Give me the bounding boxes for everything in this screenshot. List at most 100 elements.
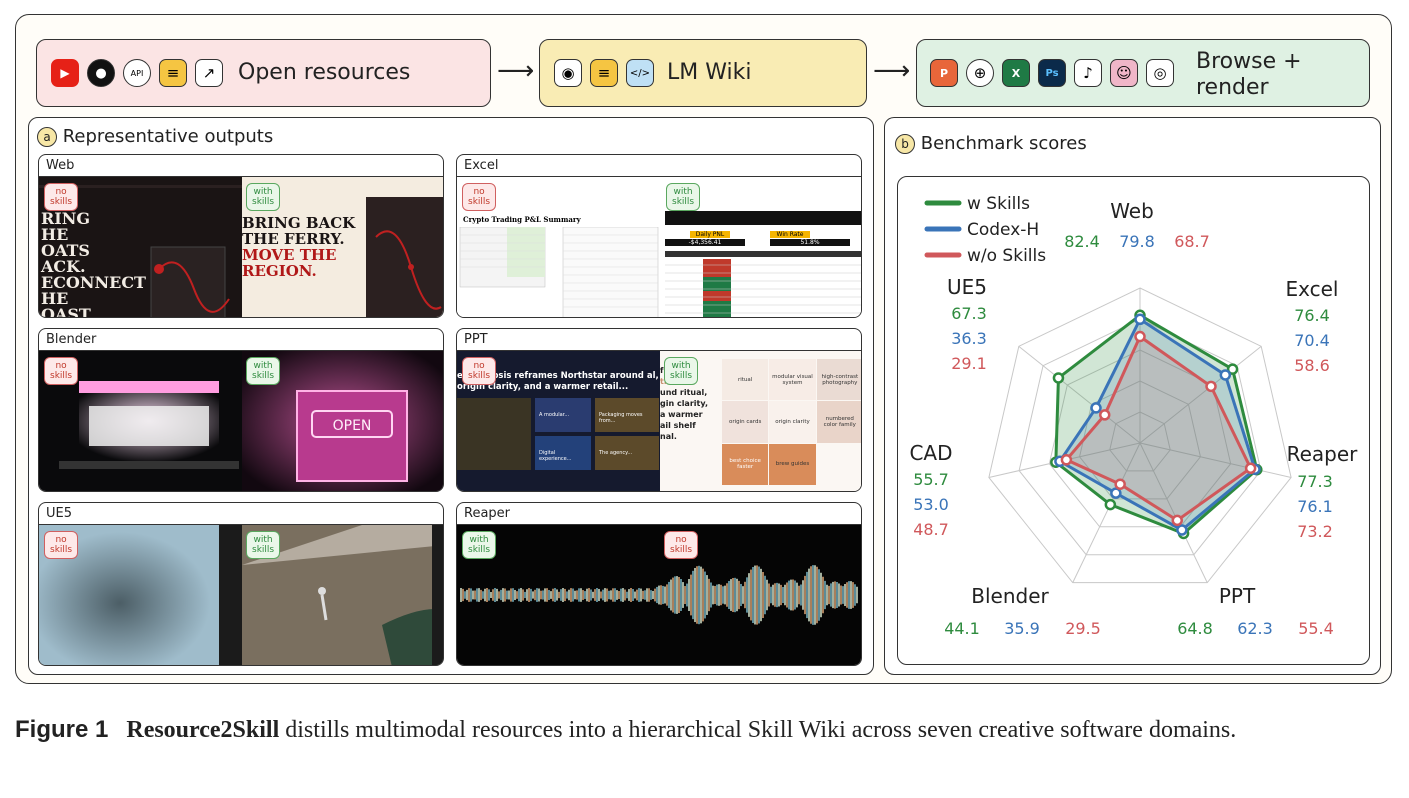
radar-point (1052, 372, 1065, 384)
excel-no-skills-tag: no skills (462, 183, 497, 211)
card-web-title: Web (39, 155, 443, 177)
radar-axis-label: UE5 (947, 275, 987, 299)
reaper-with-skills-tag: with skills (462, 531, 497, 559)
ppt-grid-cell: origin clarity (769, 401, 816, 443)
panel-b-marker: b (895, 134, 915, 154)
radar-score-label: 36.3 (951, 329, 987, 348)
radar-score-label: 79.8 (1119, 232, 1155, 251)
photoshop-icon: Ps (1038, 59, 1066, 87)
radar-score-label: 73.2 (1297, 522, 1333, 541)
ppt-left-card: A modular... (535, 398, 591, 432)
radar-score-label: 77.3 (1297, 472, 1333, 491)
vault-icon: ◎ (1146, 59, 1174, 87)
radar-axis-label: PPT (1219, 584, 1256, 608)
radar-score-label: 55.4 (1298, 619, 1334, 638)
radar-score-label: 67.3 (951, 304, 987, 323)
panel-b-title: b Benchmark scores (895, 133, 1087, 154)
card-ue5-title: UE5 (39, 503, 443, 525)
reaper-no-skills-tag: no skills (664, 531, 699, 559)
radar-axis-label: Web (1110, 199, 1154, 223)
ppt-left-card: Digital experience... (535, 436, 591, 470)
card-excel: Excel Crypto Trading P&L Summary Daily P… (456, 154, 862, 318)
card-reaper: Reaper (456, 502, 862, 666)
radar-point (1244, 462, 1257, 474)
radar-axis-label: CAD (909, 441, 952, 465)
radar-score-label: 53.0 (913, 495, 949, 514)
stage-browse-render-label2: render (1196, 75, 1269, 100)
card-ppt-title: PPT (457, 329, 861, 351)
radar-axis-line (1018, 345, 1141, 444)
radar-grid-ring (1109, 411, 1171, 472)
radar-score-label: 70.4 (1294, 331, 1330, 350)
legend-label: w Skills (967, 194, 1030, 214)
radar-point (1104, 498, 1117, 511)
ppt-left-card: Packaging moves from... (595, 398, 659, 432)
radar-axis-line (1139, 345, 1262, 444)
panel-a-title: a Representative outputs (37, 126, 273, 147)
radar-score-label: 64.8 (1177, 619, 1213, 638)
excel-title: Crypto Trading P&L Summary (463, 215, 581, 224)
ue5-with-skills-tag: with skills (246, 531, 281, 559)
radar-score-label: 44.1 (944, 619, 980, 638)
legend-label: w/o Skills (967, 246, 1046, 266)
radar-point (1171, 514, 1184, 527)
radar-score-label: 76.1 (1297, 497, 1333, 516)
card-excel-title: Excel (457, 155, 861, 177)
ppt-with-skills-tag: with skills (664, 357, 699, 385)
globe-icon: ⊕ (966, 59, 994, 87)
radar-series-2 (1063, 334, 1253, 523)
document-icon: ≡ (590, 59, 618, 87)
ppt-grid-cell: numbered color family (816, 401, 861, 443)
radar-axis-label: Excel (1286, 277, 1339, 301)
card-blender-title: Blender (39, 329, 443, 351)
ppt-grid-cell: modular visual system (769, 359, 816, 401)
radar-score-label: 35.9 (1004, 619, 1040, 638)
radar-axis-line (1072, 442, 1141, 583)
excel-daily-pnl-value: -$4,356.41 (665, 239, 745, 246)
radar-axis-label: Reaper (1287, 442, 1359, 466)
ppt-grid-cell: best choice faster (722, 443, 769, 485)
radar-axis-label: Blender (971, 584, 1049, 608)
eye-icon: ◉ (554, 59, 582, 87)
powerpoint-icon: P (930, 59, 958, 87)
radar-axis-line (1139, 442, 1292, 478)
radar-chart-frame (897, 176, 1370, 665)
card-web: Web RING HE OATS ACK. ECONNECT HE OAST. … (38, 154, 444, 318)
caption-text: distills multimodal resources into a hie… (279, 717, 1237, 743)
ppt-left-card: The agency... (595, 436, 659, 470)
panel-a-title-text: Representative outputs (62, 126, 274, 147)
excel-icon: X (1002, 59, 1030, 87)
radar-score-label: 76.4 (1294, 306, 1330, 325)
blender-no-skills-tag: no skills (44, 357, 79, 385)
code-icon: </> (626, 59, 654, 87)
ppt-grid-cell: origin cards (722, 401, 769, 443)
radar-point (1060, 454, 1073, 466)
arrow-icon: ⟶ (497, 56, 535, 86)
reaper-waveforms (457, 525, 861, 665)
stage-browse-render-label1: Browse + (1196, 49, 1302, 74)
card-reaper-title: Reaper (457, 503, 861, 525)
legend-label: Codex-H (967, 220, 1039, 240)
ppt-right-line: nal. (660, 432, 677, 441)
radar-score-label: 82.4 (1064, 232, 1100, 251)
ue5-no-skills-tag: no skills (44, 531, 79, 559)
arrow-icon: ⟶ (873, 56, 911, 86)
stage-open-resources-label: Open resources (238, 60, 411, 85)
github-icon: ● (87, 59, 115, 87)
radar-point (1134, 330, 1146, 343)
ppt-grid-cell: brew guides (769, 443, 816, 485)
blender-sign-text: OPEN (333, 418, 372, 434)
youtube-icon: ▶ (51, 59, 79, 87)
radar-score-label: 29.1 (951, 354, 987, 373)
radar-point (1134, 313, 1146, 326)
ppt-grid-cell: ritual (722, 359, 769, 401)
ppt-left-title: e diagnosis reframes Northstar around al… (457, 371, 659, 392)
blender-with-skills-tag: with skills (246, 357, 281, 385)
web-right-headline-red: MOVE THE REGION. (242, 246, 337, 280)
excel-with-skills-screenshot: Daily PNL -$4,356.41 Win Rate 51.8% (660, 177, 861, 317)
stage-lm-wiki-label: LM Wiki (667, 60, 752, 85)
excel-with-skills-tag: with skills (666, 183, 701, 211)
radar-score-label: 68.7 (1174, 232, 1210, 251)
